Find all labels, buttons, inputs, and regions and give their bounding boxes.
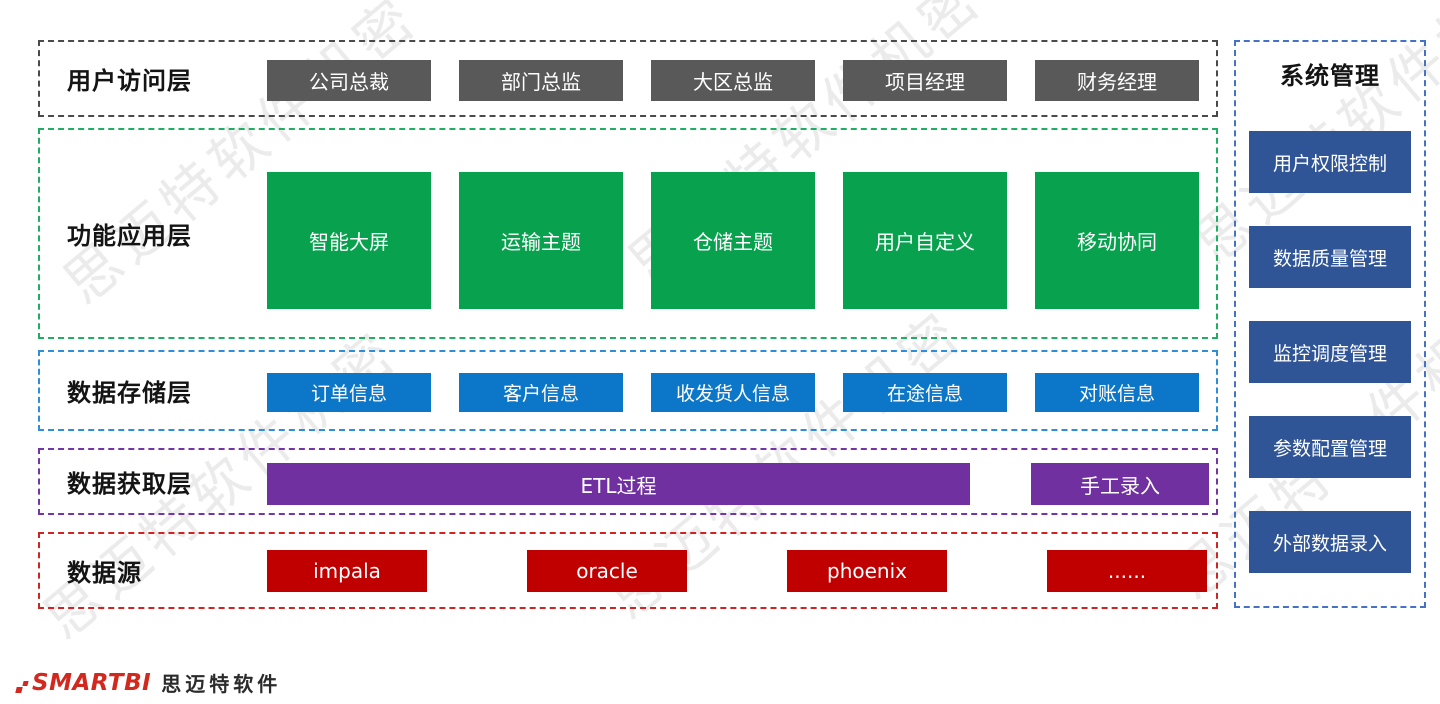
layer-label: 功能应用层 [67,222,192,250]
etl-process-box: ETL过程 [267,463,970,505]
logo-brand-text: SMARTBI [32,669,152,696]
datasource-box: impala [267,550,427,592]
layer-data-source: 数据源 impala oracle phoenix ...... [38,532,1218,609]
user-role-box: 大区总监 [651,60,815,101]
smartbi-logo: SMARTBI 思迈特软件 [15,668,282,697]
user-role-box: 部门总监 [459,60,623,101]
sidebar-system-management: 系统管理 用户权限控制 数据质量管理 监控调度管理 参数配置管理 外部数据录入 [1234,40,1426,608]
storage-box: 客户信息 [459,373,623,412]
layer-data-acquisition: 数据获取层 ETL过程 手工录入 [38,448,1218,515]
storage-box: 对账信息 [1035,373,1199,412]
user-role-box: 财务经理 [1035,60,1199,101]
datasource-box: oracle [527,550,687,592]
sidebar-item: 参数配置管理 [1249,416,1411,478]
layer-label: 数据源 [67,559,142,587]
app-module-box: 运输主题 [459,172,623,309]
layer-label: 用户访问层 [67,67,192,95]
datasource-box: phoenix [787,550,947,592]
storage-box: 收发货人信息 [651,373,815,412]
app-module-box: 仓储主题 [651,172,815,309]
manual-entry-box: 手工录入 [1031,463,1209,505]
layer-user-access: 用户访问层 公司总裁 部门总监 大区总监 项目经理 财务经理 [38,40,1218,117]
sidebar-item: 数据质量管理 [1249,226,1411,288]
user-role-box: 项目经理 [843,60,1007,101]
layer-data-storage: 数据存储层 订单信息 客户信息 收发货人信息 在途信息 对账信息 [38,350,1218,431]
storage-box: 在途信息 [843,373,1007,412]
sidebar-item: 监控调度管理 [1249,321,1411,383]
sidebar-title: 系统管理 [1280,62,1380,90]
layer-label: 数据获取层 [67,470,192,498]
logo-company-text: 思迈特软件 [161,672,282,696]
app-module-box: 智能大屏 [267,172,431,309]
sidebar-item: 用户权限控制 [1249,131,1411,193]
logo-dots-icon [15,673,30,693]
app-module-box: 移动协同 [1035,172,1199,309]
user-role-box: 公司总裁 [267,60,431,101]
app-module-box: 用户自定义 [843,172,1007,309]
datasource-box: ...... [1047,550,1207,592]
sidebar-item: 外部数据录入 [1249,511,1411,573]
layer-function-app: 功能应用层 智能大屏 运输主题 仓储主题 用户自定义 移动协同 [38,128,1218,339]
storage-box: 订单信息 [267,373,431,412]
layer-label: 数据存储层 [67,379,192,407]
